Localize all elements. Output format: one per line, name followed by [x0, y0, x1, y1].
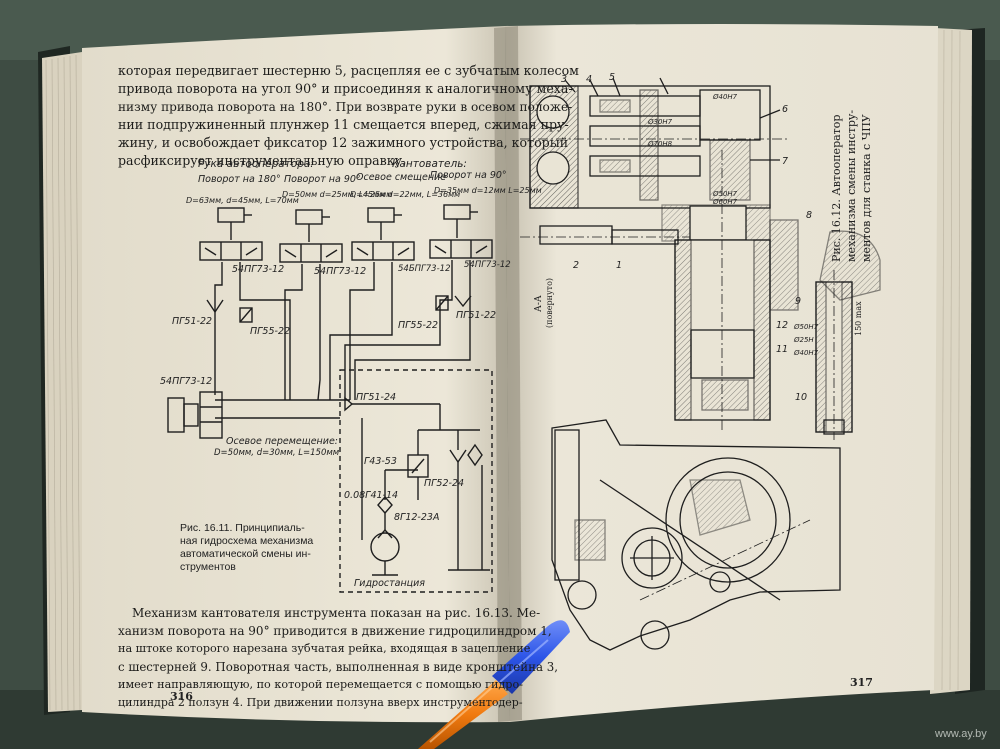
left-lower-line-5: имеет направляющую, по которой перемещае… — [118, 678, 523, 691]
label-station: Гидростанция — [354, 578, 426, 589]
dim-label-9: 150 max — [854, 301, 863, 336]
figure-caption-line-3: автоматической смены ин- — [180, 548, 311, 560]
left-page-number: 316 — [170, 690, 193, 703]
col1-title: Поворот на 180° — [198, 174, 281, 185]
label-pg51-left: ПГ51-22 — [172, 316, 213, 327]
right-caption-line-1: Рис. 16.12. Автооператор — [830, 114, 843, 262]
col3-valve: 54БПГ73-12 — [398, 264, 451, 274]
section-label-note: (повернуто) — [545, 277, 554, 328]
dim-label-6: Ø50H7 — [794, 323, 819, 331]
label-filter: 0.08Г41-14 — [344, 490, 399, 501]
figure-caption-line-2: ная гидросхема механизма — [180, 535, 314, 547]
left-body-line-6: расфиксирует инструментальную оправку. — [118, 153, 407, 168]
hydraulic-schematic — [167, 204, 493, 593]
ballpoint-pen — [418, 620, 570, 749]
left-lower-line-1: Механизм кантователя инструмента показан… — [132, 606, 541, 620]
figure-caption-line-4: струментов — [180, 561, 236, 573]
cylinder-4 — [443, 204, 478, 238]
col2-dims: D=50мм d=25мм, L=25мм — [282, 190, 393, 199]
left-body-line-5: жину, и освобождает фиксатор 12 зажимног… — [118, 135, 569, 150]
group-title-tilter: Кантователь: — [392, 158, 467, 170]
left-body-line-1: которая передвигает шестерню 5, расцепля… — [118, 63, 579, 78]
part-11: 11 — [776, 344, 789, 355]
valve-1 — [199, 241, 263, 261]
label-axial-title: Осевое перемещение: — [226, 436, 338, 447]
part-1: 1 — [616, 260, 623, 271]
label-pump: 8Г12-23А — [394, 512, 440, 523]
part-7: 7 — [782, 156, 789, 167]
label-side-valve: 54ПГ73-12 — [160, 376, 213, 387]
part-3: 3 — [561, 74, 568, 85]
left-body-line-3: низму привода поворота на 180°. При возв… — [118, 100, 573, 114]
part-8: 8 — [806, 210, 813, 221]
right-caption-line-2: механизма смены инстру- — [845, 109, 858, 262]
cylinder-2 — [295, 209, 330, 242]
cylinder-3 — [367, 207, 402, 240]
part-12: 12 — [776, 320, 789, 331]
figure-caption-line-1: Рис. 16.11. Принципиаль- — [180, 522, 305, 534]
technical-drawing-bottom — [551, 419, 841, 651]
col3-title: Осевое смещение — [356, 172, 447, 183]
label-axial-dims: D=50мм, d=30мм, L=150мм — [214, 448, 340, 458]
right-caption-line-3: ментов для станка с ЧПУ — [860, 114, 873, 262]
watermark: www.ay.by — [935, 728, 987, 740]
part-9: 9 — [795, 296, 802, 307]
left-body-line-2: привода поворота на угол 90° и присоедин… — [118, 81, 573, 96]
dim-label-3: Ø70Н8 — [648, 140, 673, 148]
col4-dims: D=35мм d=12мм L=25мм — [434, 186, 542, 195]
col1-dims: D=63мм, d=45мм, L=70мм — [186, 196, 299, 205]
dim-label-5: Ø60Н7 — [713, 198, 738, 206]
col3-dims: D=45мм d=22мм, L=36мм — [350, 190, 461, 199]
col4-valve: 54ПГ73-12 — [464, 260, 511, 270]
valve-2 — [279, 243, 343, 263]
col2-valve: 54ПГ73-12 — [314, 266, 367, 277]
label-pg52: ПГ52-24 — [424, 478, 465, 489]
label-pg55-left: ПГ55-22 — [250, 326, 291, 337]
part-2: 2 — [573, 260, 580, 271]
cylinder-1 — [217, 207, 252, 240]
part-10: 10 — [795, 392, 808, 403]
part-5: 5 — [609, 72, 616, 83]
dim-label-1: Ø40Н7 — [713, 93, 738, 101]
label-pg55-right: ПГ55-22 — [398, 320, 439, 331]
part-6: 6 — [782, 104, 789, 115]
valve-3 — [351, 241, 415, 261]
dim-label-8: Ø40Н7 — [794, 349, 819, 357]
group-title-arm: Рука автооператора: — [198, 158, 314, 170]
label-pg51-right: ПГ51-22 — [456, 310, 497, 321]
dim-label-4: Ø50Н7 — [713, 190, 738, 198]
right-page-number: 317 — [850, 676, 873, 689]
part-4: 4 — [586, 74, 593, 85]
label-pg51-24: ПГ51-24 — [356, 392, 397, 403]
valve-4 — [429, 239, 493, 259]
left-lower-line-4: с шестерней 9. Поворотная часть, выполне… — [118, 660, 559, 674]
left-lower-line-3: на штоке которого нарезана зубчатая рейк… — [118, 642, 531, 655]
label-g43: Г43-53 — [364, 456, 397, 467]
col1-valve: 54ПГ73-12 — [232, 264, 285, 275]
col2-title: Поворот на 90° — [284, 174, 361, 185]
technical-drawing-top — [520, 77, 881, 440]
col4-title: Поворот на 90° — [430, 170, 507, 181]
left-lower-line-6: цилиндра 2 ползун 4. При движении ползун… — [118, 696, 523, 709]
left-lower-line-2: ханизм поворота на 90° приводится в движ… — [118, 624, 552, 638]
left-body-line-4: нии подпружиненный плунжер 11 смещается … — [118, 117, 569, 132]
dim-label-7: Ø25Н — [794, 336, 814, 344]
dim-label-2: Ø30H7 — [648, 118, 673, 126]
